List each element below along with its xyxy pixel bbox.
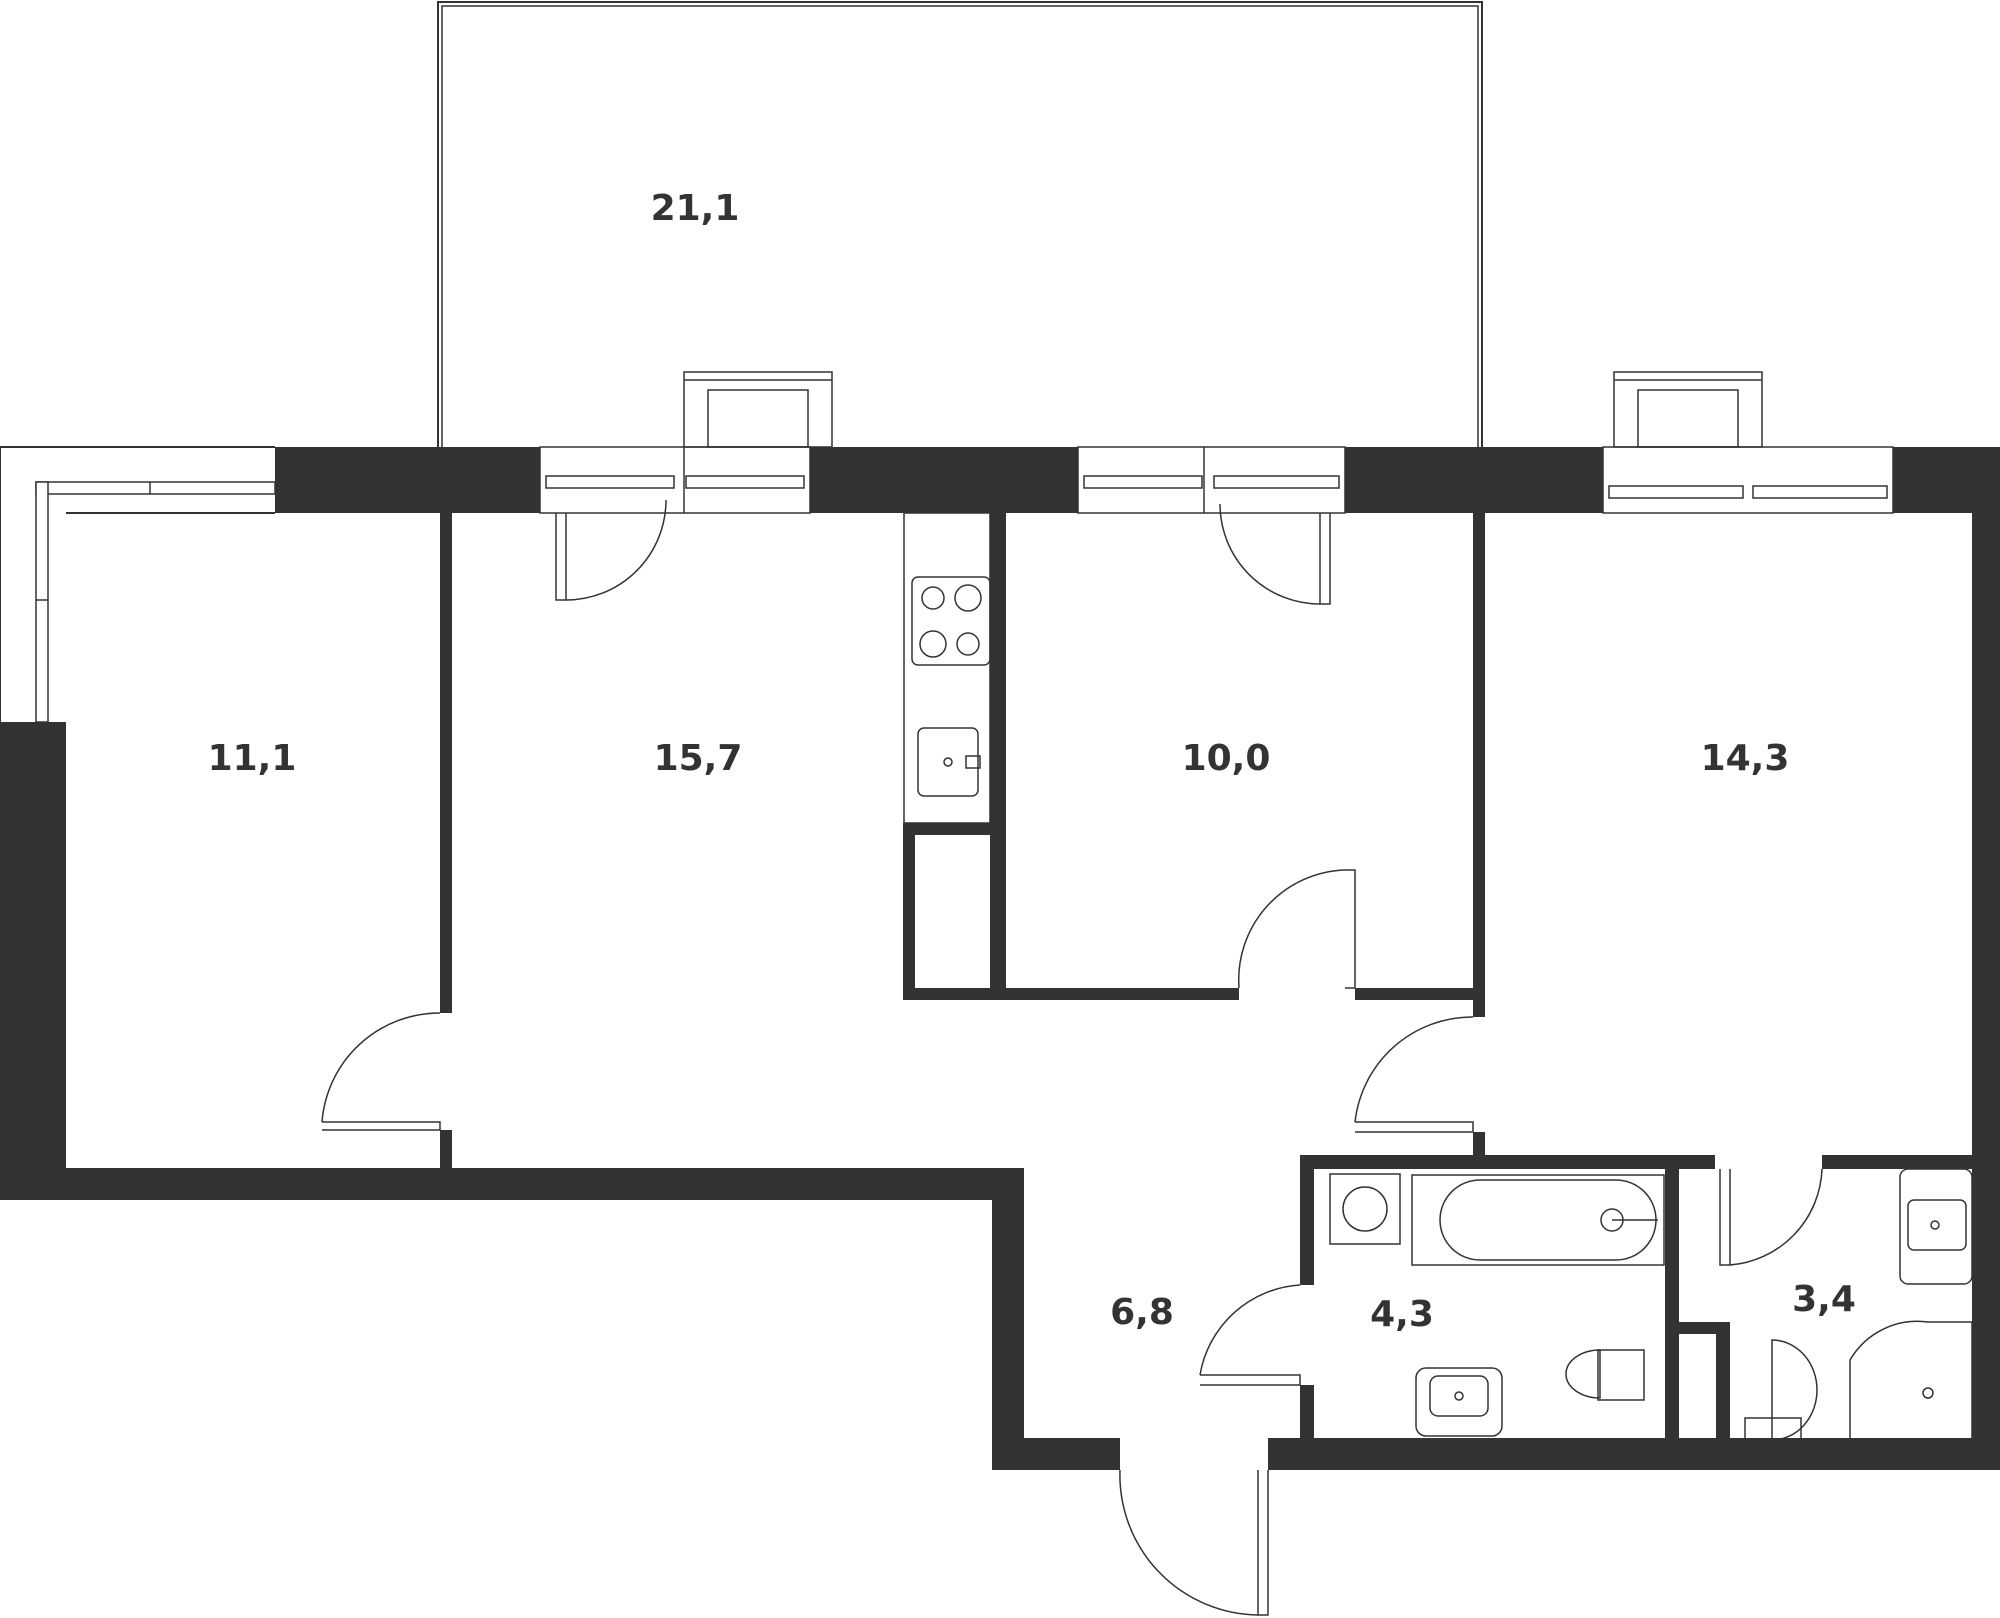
doors	[321, 499, 1823, 1616]
room-area-hallway: 6,8	[1110, 1292, 1174, 1333]
niche-top	[903, 823, 993, 835]
bath-left-wall-b	[1300, 1385, 1314, 1445]
partition-2	[990, 513, 1006, 1000]
bathroom-fixtures	[1329, 1173, 1665, 1437]
wall-left	[0, 722, 66, 1200]
wc-fixtures	[1744, 1168, 1973, 1441]
wall-right	[1972, 447, 2000, 1470]
wall-top-1	[275, 447, 540, 513]
left-window-bay	[0, 446, 276, 723]
interior-walls	[440, 513, 1972, 1445]
room-area-bedroom-right: 14,3	[1701, 738, 1790, 779]
room-area-bathroom: 4,3	[1370, 1294, 1434, 1335]
wall-bottom-left	[0, 1168, 1024, 1200]
partition-3b	[1473, 1132, 1485, 1162]
partition-3	[1473, 513, 1485, 1017]
walls	[0, 447, 2000, 1470]
wall-top-3	[1345, 447, 1603, 513]
room-area-bedroom-middle: 10,0	[1182, 738, 1271, 779]
room-area-kitchen-living: 15,7	[654, 738, 743, 779]
room-area-balcony: 21,1	[651, 188, 740, 229]
shaft-top	[1679, 1322, 1730, 1334]
wc-top-wall	[1822, 1155, 1972, 1169]
partition-1	[440, 513, 452, 1013]
kitchen-fixtures	[903, 512, 991, 824]
shaft-wall	[1716, 1322, 1730, 1442]
wall-step	[992, 1168, 1024, 1470]
balcony-outline	[437, 1, 1483, 447]
partition-1b	[440, 1130, 452, 1170]
room-area-toilet: 3,4	[1792, 1279, 1856, 1320]
bedroom2-bottom-wall	[903, 988, 1239, 1000]
wall-bottom-mid-1	[992, 1438, 1120, 1470]
balcony-units	[683, 371, 1763, 448]
bath-left-wall	[1300, 1155, 1314, 1285]
room-area-bedroom-left: 11,1	[208, 738, 297, 779]
bath-wc-wall	[1665, 1155, 1679, 1445]
wall-bottom-mid-2	[1268, 1438, 2000, 1470]
wall-top-2	[810, 447, 1078, 513]
bath-top-wall	[1300, 1155, 1715, 1169]
bedroom2-bottom-wall-r	[1355, 988, 1485, 1000]
niche-left	[903, 823, 915, 1000]
windows	[539, 446, 1894, 514]
